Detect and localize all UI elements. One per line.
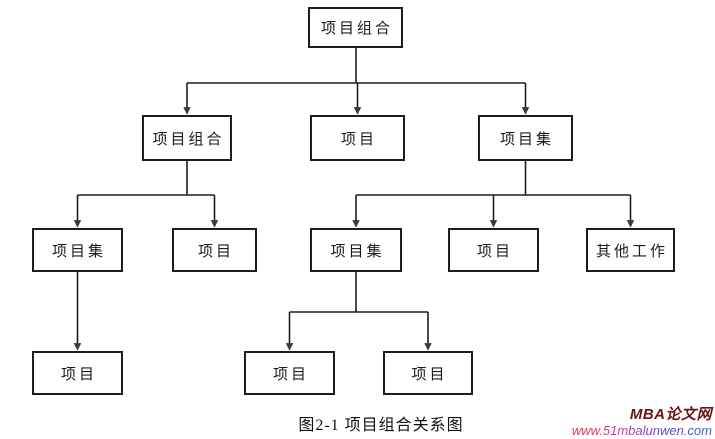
watermark-brand-text: MBA论文网 bbox=[629, 406, 712, 424]
watermark-url-text: www.51mbalunwen.com bbox=[571, 422, 712, 438]
node-l2-project: 项目 bbox=[310, 115, 405, 161]
node-l2-portfolio: 项目组合 bbox=[142, 115, 232, 161]
node-l3-other-work: 其他工作 bbox=[586, 228, 675, 272]
watermark: MBA论文网 www.51mbalunwen.com bbox=[572, 407, 712, 438]
node-root: 项目组合 bbox=[308, 7, 403, 48]
figure-caption: 图2-1 项目组合关系图 bbox=[298, 417, 464, 434]
node-l4-project-a: 项目 bbox=[32, 351, 123, 395]
node-l3-project-b: 项目 bbox=[448, 228, 539, 272]
node-l4-project-b: 项目 bbox=[244, 351, 335, 395]
node-l3-program-a: 项目集 bbox=[32, 228, 123, 272]
node-l3-program-b: 项目集 bbox=[310, 228, 402, 272]
node-l2-program: 项目集 bbox=[478, 115, 573, 161]
node-l4-project-c: 项目 bbox=[383, 351, 473, 395]
node-l3-project-a: 项目 bbox=[172, 228, 257, 272]
